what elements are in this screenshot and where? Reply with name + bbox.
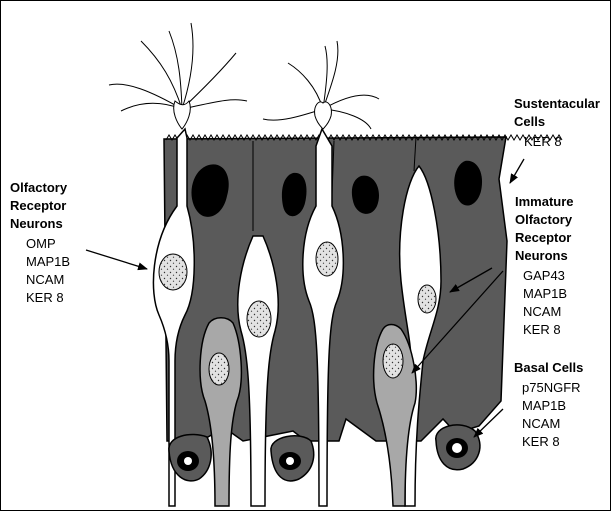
marker-item: MAP1B [522,397,583,415]
marker-item: NCAM [523,303,574,321]
label-title-line: Sustentacular [514,95,600,113]
marker-item: MAP1B [26,253,70,271]
marker-item: KER 8 [522,433,583,451]
label-title-line: Olfactory [10,179,70,197]
marker-item: NCAM [522,415,583,433]
label-sustentacular-cells: Sustentacular Cells KER 8 [514,95,600,151]
marker-item: KER 8 [523,321,574,339]
label-basal-cells: Basal Cells p75NGFR MAP1B NCAM KER 8 [514,359,583,451]
label-title-line: Immature [515,193,574,211]
label-immature-olfactory-receptor-neurons: Immature Olfactory Receptor Neurons GAP4… [515,193,574,339]
label-title-line: Neurons [10,215,70,233]
marker-item: NCAM [26,271,70,289]
label-title-line: Receptor [10,197,70,215]
marker-item: p75NGFR [522,379,583,397]
marker-item: KER 8 [26,289,70,307]
marker-list: GAP43 MAP1B NCAM KER 8 [515,267,574,339]
label-title-line: Receptor [515,229,574,247]
marker-list: p75NGFR MAP1B NCAM KER 8 [514,379,583,451]
marker-list: OMP MAP1B NCAM KER 8 [10,235,70,307]
label-title-line: Basal Cells [514,359,583,377]
label-olfactory-receptor-neurons: Olfactory Receptor Neurons OMP MAP1B NCA… [10,179,70,307]
label-title-line: Olfactory [515,211,574,229]
arrow-sustentacular-cells [510,159,524,183]
label-title-line: Cells [514,113,600,131]
marker-item: GAP43 [523,267,574,285]
arrow-olfactory-receptor-neurons [86,250,147,269]
label-title-line: Neurons [515,247,574,265]
marker-item: MAP1B [523,285,574,303]
marker-item: OMP [26,235,70,253]
marker-item: KER 8 [514,133,600,151]
